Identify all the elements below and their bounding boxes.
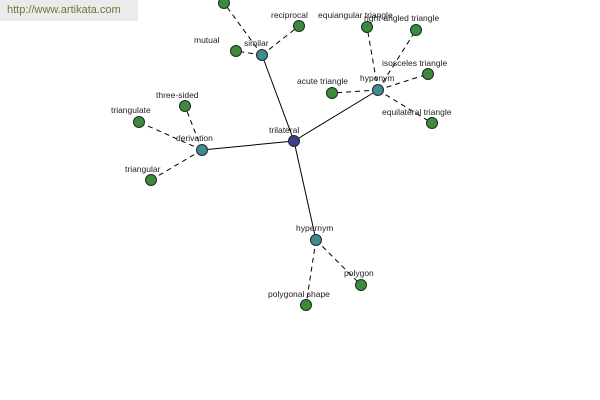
node-similar[interactable]: [256, 49, 268, 61]
node-label-hypernym[interactable]: hypernym: [296, 223, 333, 233]
graph-edges: [138, 2, 433, 306]
edge-hypernym-polygonal-shape: [305, 239, 317, 306]
edge-hyponym-acute-triangle: [331, 89, 379, 94]
node-label-right-angled-triangle[interactable]: right-angled triangle: [364, 13, 439, 23]
node-reciprocal[interactable]: [293, 20, 305, 32]
node-label-acute-triangle[interactable]: acute triangle: [297, 76, 348, 86]
node-label-derivation[interactable]: derivation: [176, 133, 213, 143]
edge-derivation-triangular: [150, 149, 203, 181]
graph-labels: trilateral similar hyponym derivation hypern…: [111, 10, 452, 299]
node-label-trilateral[interactable]: trilateral: [269, 125, 299, 135]
edge-hypernym-polygon: [315, 239, 362, 286]
node-right-angled-triangle[interactable]: [410, 24, 422, 36]
edge-hyponym-equiangular-triangle: [366, 26, 379, 91]
node-label-mutual[interactable]: mutual: [194, 35, 220, 45]
node-label-isosceles-triangle[interactable]: isosceles triangle: [382, 58, 447, 68]
node-label-hyponym[interactable]: hyponym: [360, 73, 395, 83]
edge-derivation-three-sided: [184, 105, 203, 151]
node-top-leaf[interactable]: [218, 0, 230, 9]
node-hyponym[interactable]: [372, 84, 384, 96]
edge-derivation-triangulate: [138, 121, 203, 151]
node-label-equiangular-triangle[interactable]: equiangular triangle: [318, 10, 393, 20]
node-hypernym[interactable]: [310, 234, 322, 246]
node-equiangular-triangle[interactable]: [361, 21, 373, 33]
node-isosceles-triangle[interactable]: [422, 68, 434, 80]
edge-trilateral-derivation: [201, 140, 295, 151]
node-label-polygon[interactable]: polygon: [344, 268, 374, 278]
edge-similar-reciprocal: [261, 25, 300, 56]
node-three-sided[interactable]: [179, 100, 191, 112]
node-label-triangulate[interactable]: triangulate: [111, 105, 151, 115]
edge-trilateral-hypernym: [293, 140, 317, 241]
node-label-triangular[interactable]: triangular: [125, 164, 161, 174]
graph-nodes: [133, 0, 438, 311]
node-acute-triangle[interactable]: [326, 87, 338, 99]
node-triangulate[interactable]: [133, 116, 145, 128]
node-label-similar[interactable]: similar: [244, 38, 269, 48]
node-label-three-sided[interactable]: three-sided: [156, 90, 199, 100]
edge-similar-top-leaf: [223, 2, 263, 56]
node-label-polygonal-shape[interactable]: polygonal shape: [268, 289, 330, 299]
watermark-url: http://www.artikata.com: [0, 0, 138, 21]
edge-trilateral-hyponym: [293, 89, 379, 142]
node-mutual[interactable]: [230, 45, 242, 57]
node-equilateral-triangle[interactable]: [426, 117, 438, 129]
node-label-equilateral-triangle[interactable]: equilateral triangle: [382, 107, 452, 117]
node-polygonal-shape[interactable]: [300, 299, 312, 311]
node-trilateral[interactable]: [288, 135, 300, 147]
node-label-reciprocal[interactable]: reciprocal: [271, 10, 308, 20]
node-triangular[interactable]: [145, 174, 157, 186]
node-polygon[interactable]: [355, 279, 367, 291]
edge-hyponym-equilateral-triangle: [377, 89, 433, 124]
edge-trilateral-similar: [261, 54, 295, 142]
node-derivation[interactable]: [196, 144, 208, 156]
edge-hyponym-right-angled-triangle: [377, 29, 417, 91]
